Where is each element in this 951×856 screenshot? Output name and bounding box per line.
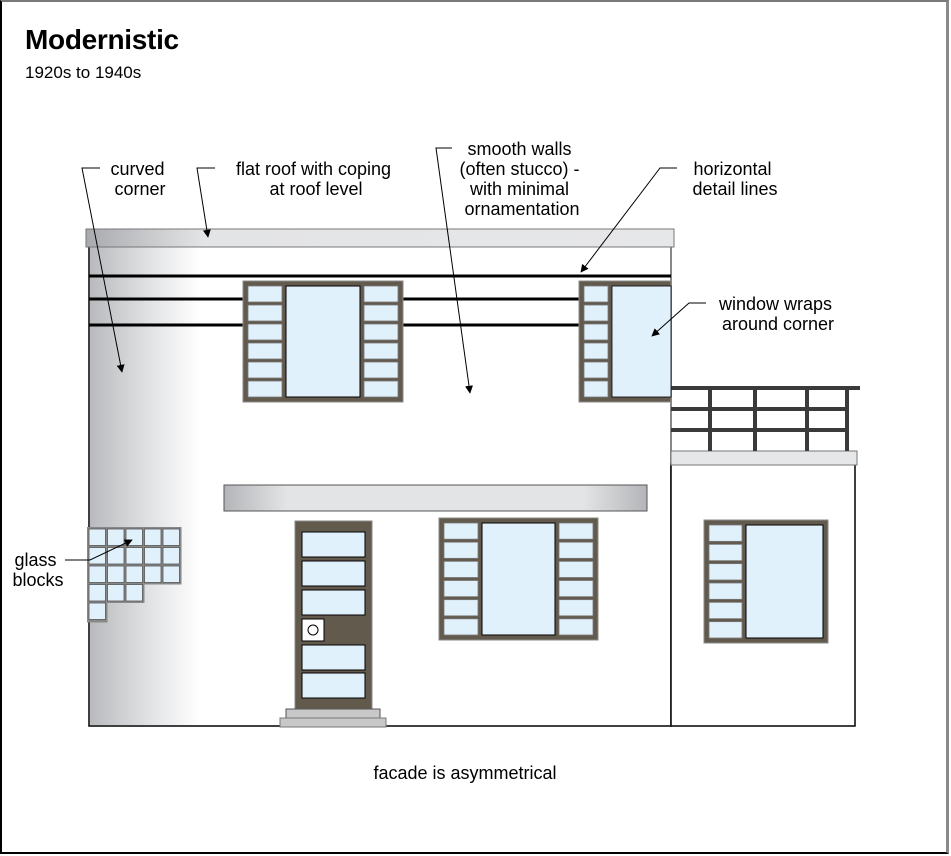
- glass-block: [144, 565, 162, 583]
- label-smooth-walls: smooth walls (often stucco) - with minim…: [459, 139, 584, 219]
- glass-block: [125, 584, 143, 602]
- leader-horizontal-lines: [580, 167, 677, 273]
- glass-block: [107, 565, 125, 583]
- window-pane: [583, 342, 609, 360]
- upper-left-window: [242, 280, 404, 403]
- glass-block: [88, 547, 106, 565]
- window-pane: [583, 323, 609, 341]
- window-pane: [583, 285, 609, 303]
- wing-coping: [670, 450, 858, 466]
- leader-curved-corner: [81, 167, 125, 373]
- label-horizontal-lines: horizontal detail lines: [692, 159, 777, 199]
- window-pane: [443, 541, 479, 559]
- wing-window: [703, 519, 829, 644]
- window-pane: [558, 541, 594, 559]
- glass-block: [125, 565, 143, 583]
- window-main-pane: [285, 285, 361, 398]
- window-pane: [583, 304, 609, 322]
- glass-block: [144, 528, 162, 546]
- window-pane: [363, 323, 399, 341]
- diagram-title: Modernistic: [25, 24, 179, 55]
- window-main-pane: [611, 285, 672, 398]
- glass-block: [162, 528, 180, 546]
- curved-corner-shading: [90, 247, 200, 725]
- window-pane: [363, 304, 399, 322]
- lower-middle-window: [438, 517, 599, 641]
- window-pane: [443, 560, 479, 578]
- glass-block: [125, 547, 143, 565]
- window-pane: [558, 522, 594, 540]
- window-pane: [247, 380, 283, 398]
- front-door: [279, 520, 387, 728]
- roof-coping: [85, 228, 675, 248]
- leader-flat-roof: [196, 167, 215, 238]
- window-pane: [247, 361, 283, 379]
- caption-facade: facade is asymmetrical: [373, 763, 556, 783]
- glass-block: [162, 565, 180, 583]
- glass-block: [162, 547, 180, 565]
- label-curved-corner: curved corner: [110, 159, 169, 199]
- glass-block: [88, 528, 106, 546]
- window-pane: [247, 342, 283, 360]
- door-step-upper: [285, 708, 381, 719]
- window-pane: [708, 543, 743, 562]
- window-pane: [247, 285, 283, 303]
- glass-block: [107, 528, 125, 546]
- label-flat-roof: flat roof with coping at roof level: [236, 159, 396, 199]
- label-glass-blocks: glass blocks: [12, 550, 63, 590]
- glass-block: [125, 528, 143, 546]
- glass-block: [88, 602, 106, 620]
- window-pane: [708, 621, 743, 639]
- window-pane: [558, 560, 594, 578]
- glass-block: [88, 565, 106, 583]
- door-knob-icon: [307, 624, 319, 636]
- door-step-lower: [279, 717, 387, 728]
- window-pane: [708, 524, 743, 542]
- glass-block-panel: [87, 527, 182, 623]
- window-pane: [558, 618, 594, 636]
- window-pane: [247, 304, 283, 322]
- window-pane: [443, 522, 479, 540]
- window-pane: [583, 380, 609, 398]
- balcony-railing: [671, 386, 860, 451]
- window-pane: [363, 342, 399, 360]
- window-pane: [708, 582, 743, 600]
- window-pane: [363, 285, 399, 303]
- glass-block: [144, 547, 162, 565]
- window-pane: [363, 380, 399, 398]
- window-pane: [247, 323, 283, 341]
- window-pane: [443, 618, 479, 636]
- label-window-wraps: window wraps around corner: [718, 294, 837, 334]
- annotation-leaders: [65, 147, 706, 561]
- window-pane: [363, 361, 399, 379]
- leader-window-wraps: [651, 302, 706, 337]
- glass-block: [107, 584, 125, 602]
- window-pane: [558, 599, 594, 617]
- window-main-pane: [745, 524, 824, 639]
- window-pane: [443, 599, 479, 617]
- window-pane: [558, 580, 594, 598]
- window-pane: [443, 580, 479, 598]
- window-pane: [583, 361, 609, 379]
- leader-glass-blocks: [65, 539, 133, 561]
- entry-canopy: [223, 484, 648, 512]
- window-pane: [708, 601, 743, 620]
- leader-smooth-walls: [435, 147, 473, 394]
- window-main-pane: [481, 522, 556, 636]
- corner-wrap-window: [578, 280, 672, 403]
- diagram-subtitle: 1920s to 1940s: [25, 63, 142, 82]
- window-pane: [708, 563, 743, 581]
- glass-block: [88, 584, 106, 602]
